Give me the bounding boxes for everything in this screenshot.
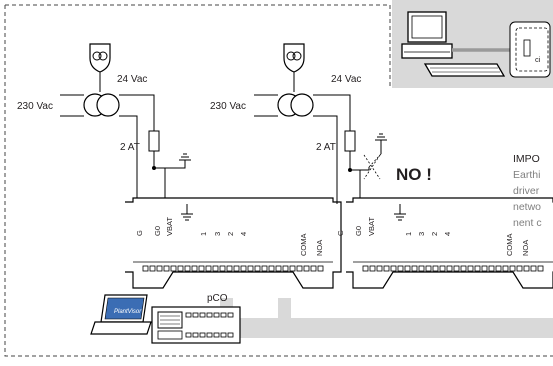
important-note: IMPO Earthi driver netwo nent c — [513, 153, 542, 229]
terminal-label: 4 — [239, 232, 248, 236]
terminal-label: G — [135, 230, 144, 236]
terminal-label: 3 — [417, 232, 426, 236]
forbidden-earth-connection — [363, 153, 382, 180]
laptop-icon: PlantVisor — [90, 294, 152, 335]
terminal-label: NOA — [521, 240, 530, 256]
terminal-label: 2 — [226, 232, 235, 236]
terminal-label: G — [336, 230, 345, 236]
terminal-label: NOA — [315, 240, 324, 256]
terminal-label: G0 — [354, 226, 363, 236]
left-transformer — [60, 43, 120, 117]
note-line: nent c — [513, 217, 542, 229]
svg-text:PlantVisor: PlantVisor — [114, 309, 142, 315]
left-controller-module — [125, 197, 342, 289]
terminal-label: 1 — [199, 232, 208, 236]
left-fuse-label: 2 AT — [120, 142, 140, 153]
left-output-voltage: 24 Vac — [117, 74, 147, 85]
terminal-label: COMA — [299, 234, 308, 257]
left-input-voltage: 230 Vac — [17, 101, 53, 112]
right-transformer — [254, 43, 314, 117]
note-line: driver — [513, 185, 540, 197]
terminal-label: VBAT — [367, 217, 376, 236]
left-connector-pins — [142, 265, 324, 272]
usb-converter-icon: ci — [509, 21, 551, 78]
terminal-label: 3 — [213, 232, 222, 236]
svg-text:ci: ci — [535, 55, 541, 64]
right-wiring — [313, 94, 387, 204]
right-fuse-label: 2 AT — [316, 142, 336, 153]
right-controller-module — [346, 197, 553, 289]
terminal-label: VBAT — [165, 217, 174, 236]
controller-label: pCO — [207, 293, 228, 304]
terminal-label: 2 — [430, 232, 439, 236]
terminal-label: 1 — [404, 232, 413, 236]
right-output-voltage: 24 Vac — [331, 74, 361, 85]
right-terminal-labels: G G0 VBAT 1 3 2 4 COMA NOA — [336, 217, 530, 256]
note-line: Earthi — [513, 169, 540, 181]
left-terminal-labels: G G0 VBAT 1 3 2 4 COMA NOA — [135, 217, 324, 256]
note-line: netwo — [513, 201, 541, 213]
terminal-label: 4 — [443, 232, 452, 236]
left-wiring — [119, 94, 191, 204]
note-title: IMPO — [513, 153, 540, 165]
right-input-voltage: 230 Vac — [210, 101, 246, 112]
terminal-label: G0 — [153, 226, 162, 236]
network-bus — [220, 298, 553, 338]
warning-label: NO ! — [396, 165, 432, 184]
terminal-label: COMA — [505, 234, 514, 257]
pco-controller-icon — [151, 306, 241, 344]
